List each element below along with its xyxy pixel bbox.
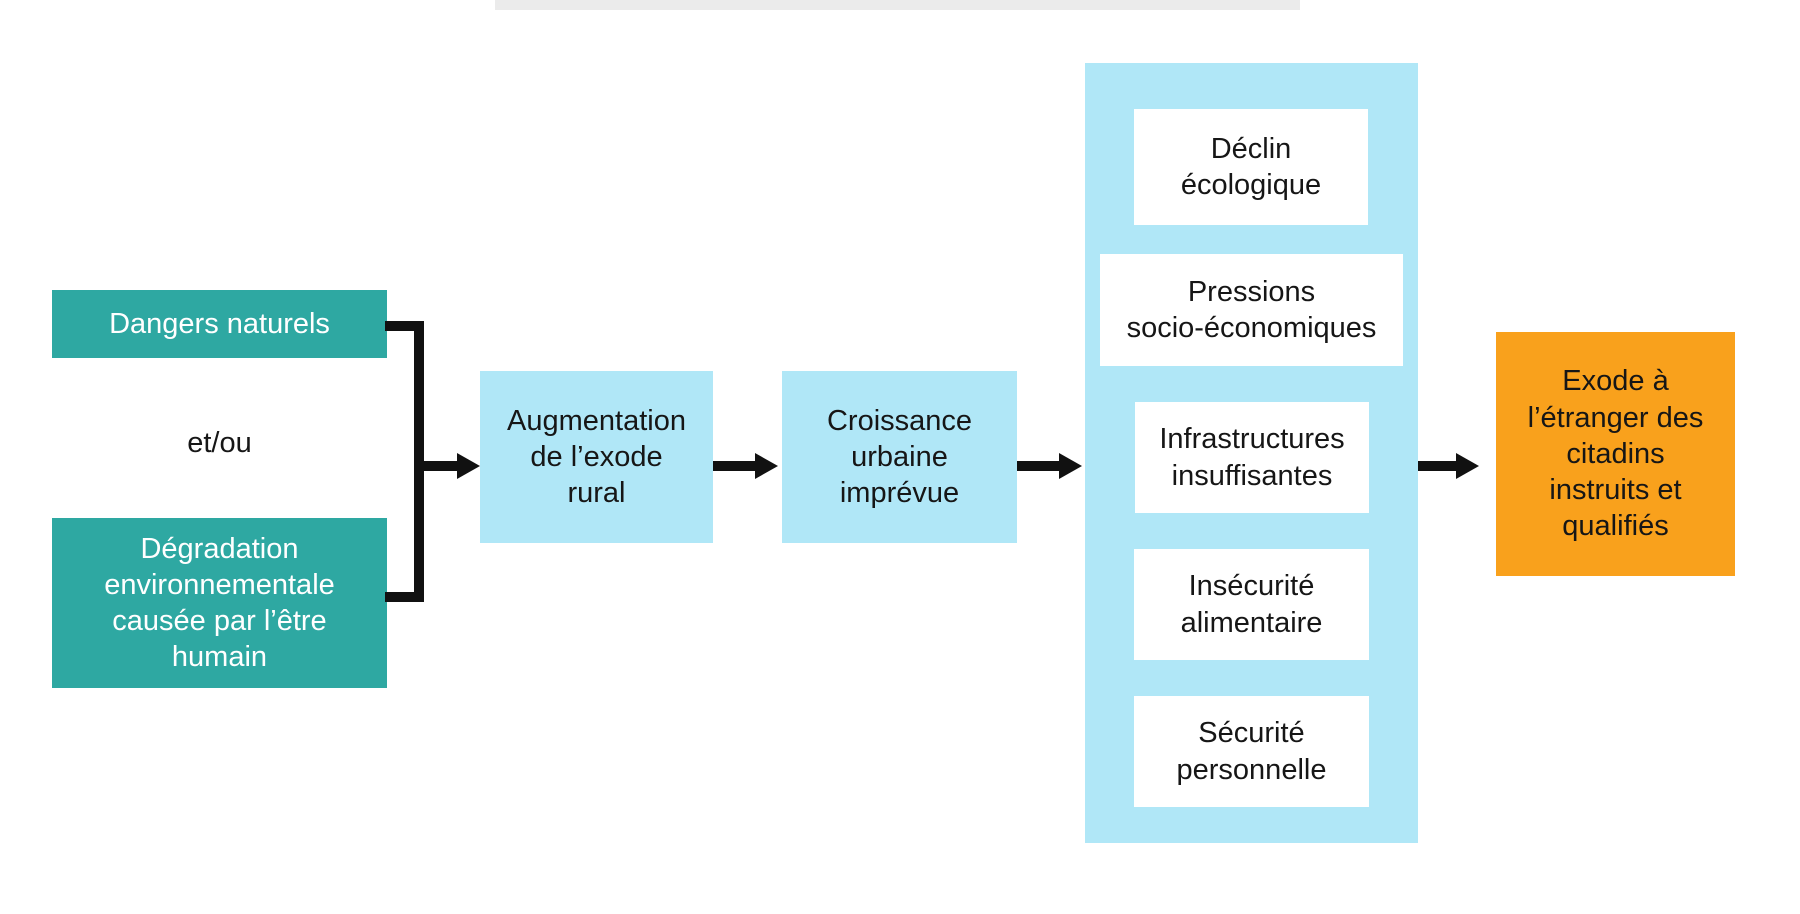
cause-box-dangers-naturels: Dangers naturels xyxy=(52,290,387,358)
consequence-box-securite-personnelle-label: Sécurité personnelle xyxy=(1176,717,1327,786)
cause-box-degradation-environnementale: Dégradation environnementale causée par … xyxy=(52,518,387,688)
bracket-top-line xyxy=(385,321,424,331)
cause-box-degradation-environnementale-label: Dégradation environnementale causée par … xyxy=(104,532,335,674)
consequence-box-declin-ecologique: Déclin écologique xyxy=(1134,109,1368,225)
and-or-label: et/ou xyxy=(187,426,252,459)
step-box-croissance-urbaine-label: Croissance urbaine imprévue xyxy=(826,404,973,510)
consequence-box-pressions-socio-economiques: Pressions socio-économiques xyxy=(1100,254,1403,366)
consequence-box-insecurite-alimentaire: Insécurité alimentaire xyxy=(1134,549,1369,660)
arrow-head-icon xyxy=(1456,453,1479,479)
outcome-box-exode-etranger: Exode à l’étranger des citadins instruit… xyxy=(1496,332,1735,576)
step-box-croissance-urbaine: Croissance urbaine imprévue xyxy=(782,371,1017,543)
consequence-box-insecurite-alimentaire-label: Insécurité alimentaire xyxy=(1180,570,1323,639)
arrow-head-icon xyxy=(457,453,480,479)
arrow-head-icon xyxy=(755,453,778,479)
consequence-box-securite-personnelle: Sécurité personnelle xyxy=(1134,696,1369,807)
consequence-box-declin-ecologique-label: Déclin écologique xyxy=(1180,132,1322,201)
consequence-box-infrastructures-insuffisantes: Infrastructures insuffisantes xyxy=(1135,402,1369,513)
bracket-vertical-line xyxy=(414,321,424,602)
outcome-box-exode-etranger-label: Exode à l’étranger des citadins instruit… xyxy=(1527,365,1704,543)
consequence-box-pressions-socio-economiques-label: Pressions socio-économiques xyxy=(1126,275,1377,344)
top-edge-strip xyxy=(495,0,1300,10)
arrow-shaft xyxy=(713,461,756,471)
consequence-box-infrastructures-insuffisantes-label: Infrastructures insuffisantes xyxy=(1159,423,1345,492)
step-box-augmentation-exode-rural: Augmentation de l’exode rural xyxy=(480,371,713,543)
bracket-bottom-line xyxy=(385,592,424,602)
cause-box-dangers-naturels-label: Dangers naturels xyxy=(109,307,330,340)
step-box-augmentation-exode-rural-label: Augmentation de l’exode rural xyxy=(507,404,686,510)
arrow-shaft xyxy=(1418,461,1457,471)
arrow-shaft xyxy=(1017,461,1060,471)
arrow-shaft xyxy=(424,461,459,471)
arrow-head-icon xyxy=(1059,453,1082,479)
